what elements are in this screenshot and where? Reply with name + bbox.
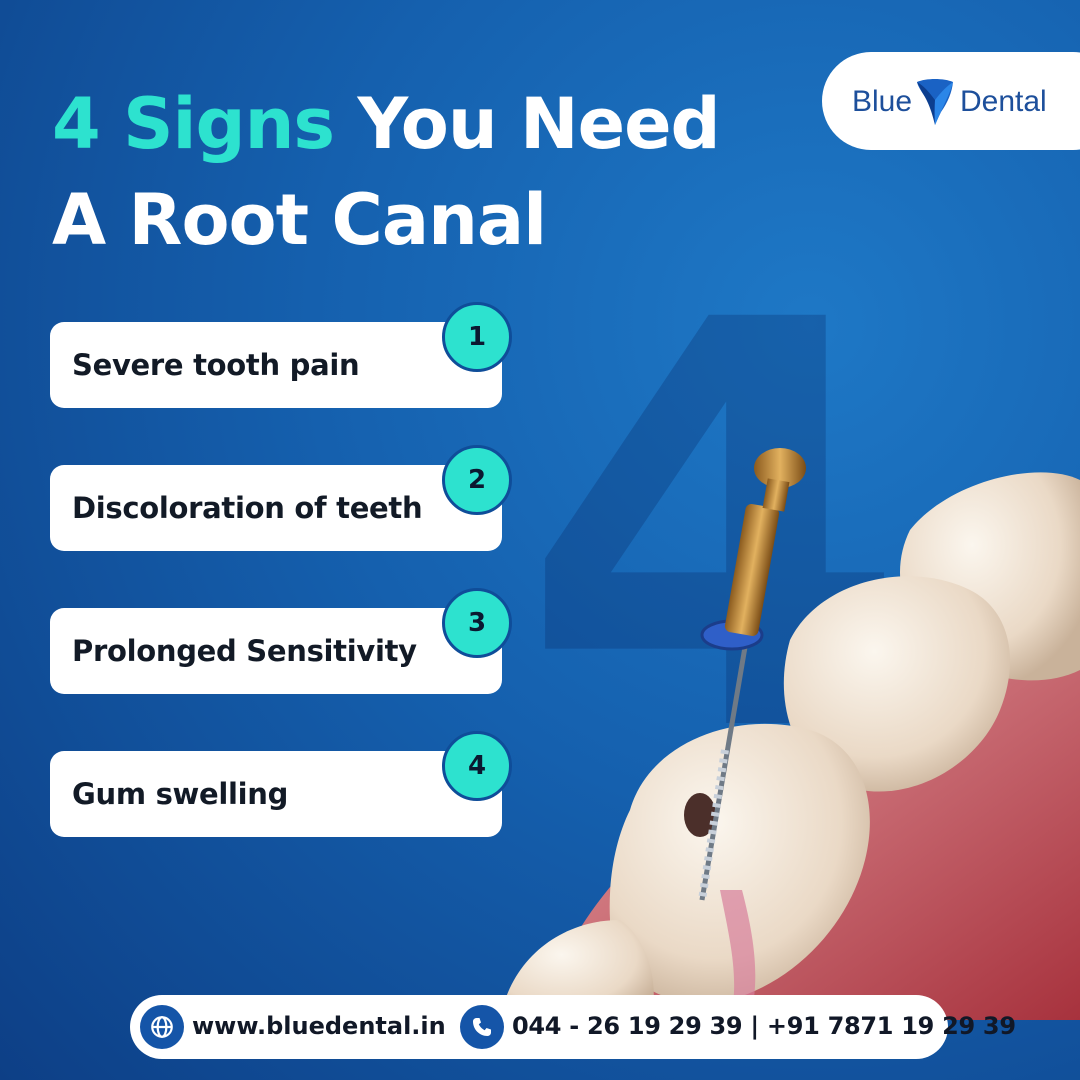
phone-icon xyxy=(460,1005,504,1049)
root-canal-illustration xyxy=(500,448,1080,1020)
number-badge: 4 xyxy=(442,731,512,801)
card-background xyxy=(50,608,502,694)
card-background xyxy=(50,465,502,551)
logo-word-dental: Dental xyxy=(960,85,1047,118)
file-spiral xyxy=(698,749,729,901)
gold-neck xyxy=(762,478,790,512)
logo-word-blue: Blue xyxy=(852,85,913,118)
title-line2: A Root Canal xyxy=(52,179,547,261)
number-badge: 1 xyxy=(442,302,512,372)
nerve xyxy=(720,890,756,1020)
website-link[interactable]: www.bluedental.in xyxy=(192,1012,446,1040)
molar-front xyxy=(609,723,870,1004)
brand-logo[interactable]: Blue Dental xyxy=(822,52,1080,150)
number-badge: 2 xyxy=(442,445,512,515)
sign-label: Discoloration of teeth xyxy=(72,491,423,525)
access-cavity xyxy=(684,793,716,837)
globe-icon xyxy=(140,1005,184,1049)
gold-cap xyxy=(754,448,806,488)
sign-card-3: Prolonged Sensitivity 3 xyxy=(50,588,512,694)
gold-handle xyxy=(724,503,780,637)
page-title: 4 Signs You Need A Root Canal xyxy=(52,76,721,268)
sign-card-4: Gum swelling 4 xyxy=(50,731,512,837)
contact-bar: www.bluedental.in 044 - 26 19 29 39 | +9… xyxy=(130,995,1016,1059)
molar-middle xyxy=(783,576,1010,792)
tooth-logo-icon xyxy=(917,79,953,125)
title-accent: 4 Signs xyxy=(52,83,335,165)
sign-label: Gum swelling xyxy=(72,777,289,811)
sign-card-1: Severe tooth pain 1 xyxy=(50,302,512,408)
phone-numbers[interactable]: 044 - 26 19 29 39 | +91 7871 19 29 39 xyxy=(512,1012,1016,1040)
sign-label: Prolonged Sensitivity xyxy=(72,634,417,668)
card-background xyxy=(50,322,502,408)
title-line1-rest: You Need xyxy=(334,83,720,165)
card-background xyxy=(50,751,502,837)
number-badge: 3 xyxy=(442,588,512,658)
sign-label: Severe tooth pain xyxy=(72,348,360,382)
sign-card-2: Discoloration of teeth 2 xyxy=(50,445,512,551)
